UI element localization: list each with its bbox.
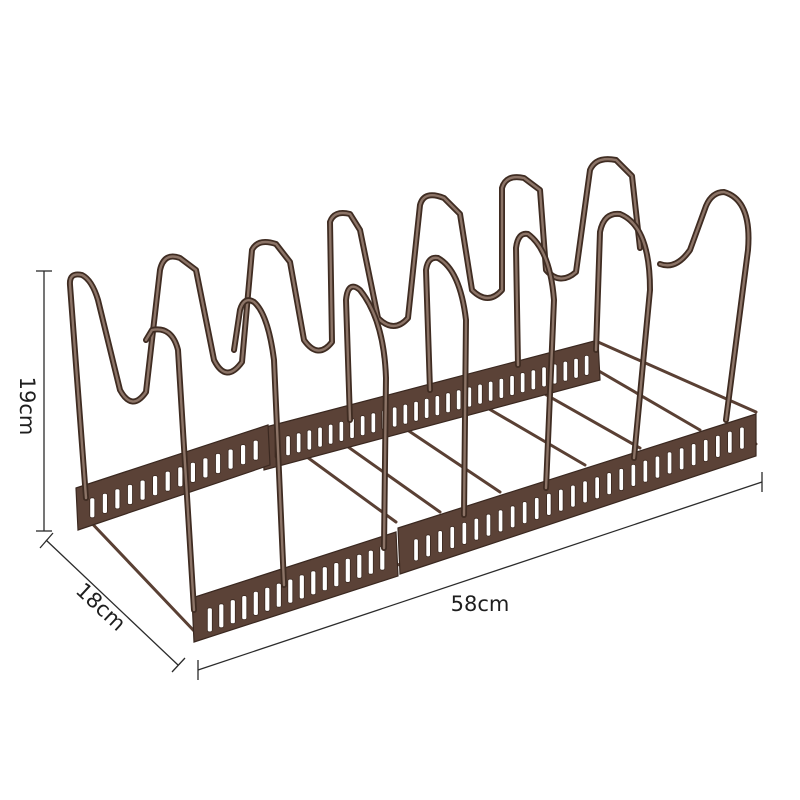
rail-slot	[573, 357, 579, 379]
rail-slot	[102, 492, 108, 514]
rail-slot	[727, 430, 733, 454]
rail-slot	[445, 392, 451, 414]
divider-wires-front	[143, 189, 752, 613]
rail-slot	[509, 375, 515, 396]
rail-slot	[437, 530, 443, 553]
depth-label: 18cm	[71, 578, 130, 636]
rail-slot	[189, 461, 196, 483]
rail-slot	[333, 562, 340, 587]
rail-slot	[338, 420, 345, 442]
rail-slot	[206, 607, 213, 633]
rail-slot	[218, 603, 225, 629]
rail-slot	[240, 444, 247, 466]
rail-slot	[497, 509, 504, 533]
left-rail	[75, 424, 271, 531]
rail-slot	[449, 526, 455, 549]
rail-slot	[359, 415, 366, 437]
rail-slot	[606, 472, 612, 496]
rail-slot	[252, 439, 259, 461]
length-label: 58cm	[451, 592, 510, 616]
rail-slot	[310, 570, 317, 596]
rail-slot	[584, 354, 590, 376]
rail-slot	[287, 578, 294, 604]
divider-wires-back	[66, 156, 643, 501]
rail-slot	[356, 553, 363, 579]
rail-slot	[298, 574, 305, 600]
rail-slot	[202, 457, 209, 479]
rail-slot	[654, 455, 661, 479]
rail-slot	[739, 426, 745, 450]
rail-slot	[534, 497, 540, 520]
rail-slot	[229, 599, 236, 625]
rail-slot	[570, 484, 576, 508]
rail-slot	[139, 479, 146, 501]
rail-slot	[327, 423, 334, 445]
rail-slot	[691, 443, 697, 467]
rail-slot	[89, 497, 96, 519]
rail-slot	[703, 439, 709, 462]
height-label: 19cm	[15, 377, 39, 436]
front-rail-left	[191, 531, 399, 643]
rail-slot	[423, 397, 430, 419]
rail-slot	[461, 522, 468, 545]
front-rail-right	[397, 413, 757, 575]
rail-slot	[558, 488, 564, 512]
rail-slot	[413, 400, 419, 422]
rail-slot	[679, 447, 685, 471]
rail-slot	[594, 476, 600, 500]
rail-slot	[227, 448, 234, 470]
rail-slot	[562, 360, 568, 382]
rail-slot	[425, 534, 431, 558]
rail-slot	[530, 369, 536, 391]
rail-slot	[434, 395, 441, 417]
rail-slot	[114, 488, 121, 510]
rail-slot	[295, 432, 302, 454]
rail-slot	[455, 389, 462, 411]
rail-slot	[402, 403, 409, 425]
rail-slot	[344, 558, 351, 583]
height-dimension: 19cm	[15, 270, 52, 532]
depth-dimension: 18cm	[39, 532, 186, 673]
rail-slot	[321, 566, 328, 592]
rail-slot	[546, 492, 552, 516]
rail-slot	[509, 505, 516, 529]
rail-slot	[177, 466, 184, 488]
rail-slot	[306, 429, 313, 451]
rail-slot	[520, 372, 526, 394]
rail-slot	[152, 475, 159, 497]
rail-slot	[413, 538, 419, 562]
rail-slot	[275, 582, 282, 608]
rail-slot	[666, 451, 673, 475]
rail-slot	[485, 513, 492, 537]
rail-slot	[367, 549, 374, 575]
rail-slot	[473, 517, 480, 541]
rail-slot	[252, 591, 259, 616]
rail-slot	[477, 383, 483, 405]
rail-slot	[582, 480, 588, 504]
rail-slot	[642, 459, 648, 483]
rail-slot	[215, 453, 221, 474]
rail-slot	[630, 463, 636, 487]
rail-slot	[391, 406, 398, 428]
rail-slot	[241, 595, 248, 620]
rail-slot	[522, 501, 528, 525]
length-dimension: 58cm	[197, 472, 763, 680]
rail-slot	[127, 484, 133, 505]
rail-slot	[487, 380, 494, 402]
rail-slot	[370, 412, 377, 434]
rail-slot	[317, 426, 323, 448]
rail-slot	[541, 366, 547, 388]
rail-slot	[618, 468, 624, 491]
rail-slot	[164, 470, 171, 492]
rail-slot	[285, 435, 291, 457]
rail-slot	[264, 586, 271, 612]
rail-slot	[498, 377, 505, 399]
rail-slot	[715, 434, 721, 458]
